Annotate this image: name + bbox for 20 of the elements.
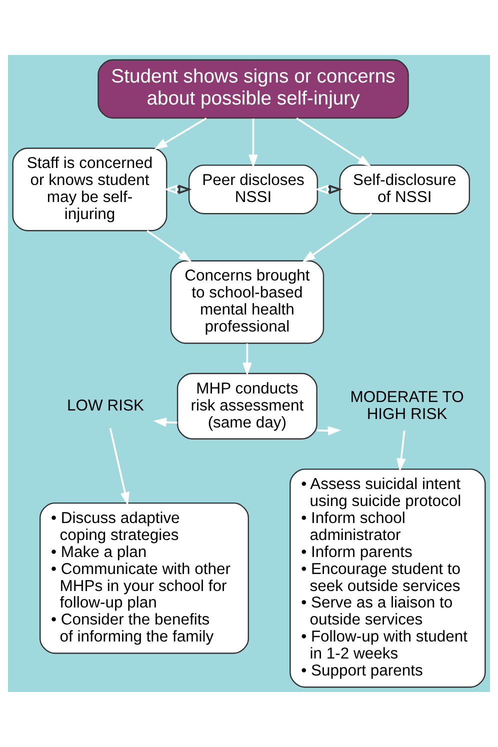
arrow	[296, 117, 372, 167]
arrow	[317, 426, 342, 436]
arrow	[154, 117, 207, 150]
arrow	[146, 230, 192, 262]
node-box: Concerns brought to school-based mental health professional	[170, 260, 324, 344]
node-box: MHP conducts risk assessment (same day)	[176, 372, 318, 440]
arrow	[302, 213, 372, 262]
arrow	[109, 428, 130, 506]
node-box: • Discuss adaptive coping strategies • Make a plan • Communicate with other MHPs in your school for follow-up plan • Consider the benefits of informing the family	[40, 502, 249, 654]
node-text: MODERATE TO HIGH RISK	[350, 388, 464, 423]
node-box: Staff is concerned or knows student may be self-injuring	[12, 148, 168, 232]
node-box: Peer discloses NSSI	[188, 164, 318, 214]
node-text: LOW RISK	[67, 397, 144, 414]
node-box: • Assess suicidal intent using suicide protocol • Inform school administrator • Inform parents • Encourage student to seek outside services • Serve as a liaison to outside services • Follow-up with student in 1-2 weeks • Support parents	[290, 468, 486, 688]
arrow	[153, 418, 178, 427]
arrow	[242, 343, 252, 376]
arrow	[248, 118, 258, 168]
arrow	[396, 430, 406, 472]
node-box: Self-disclosure of NSSI	[339, 164, 470, 214]
node-box: Student shows signs or concerns about possible self-injury	[98, 59, 409, 119]
